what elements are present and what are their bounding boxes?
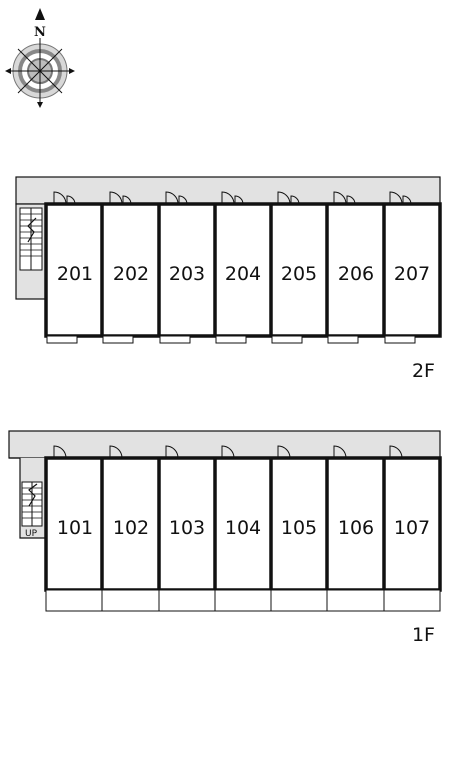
room-205: 205	[281, 263, 317, 285]
staircase-2f	[19, 207, 43, 271]
room-206: 206	[338, 263, 374, 285]
room-103: 103	[169, 517, 205, 539]
floor-2f: 201 202 203 204 205 206 207 2F	[15, 176, 442, 382]
compass-north-label: N	[34, 25, 46, 40]
yards-1f	[45, 589, 441, 612]
floor-1f: UP 101 102	[8, 430, 442, 646]
compass-rose-icon	[5, 8, 75, 108]
room-102: 102	[113, 517, 149, 539]
room-106: 106	[338, 517, 374, 539]
balconies-2f	[46, 335, 416, 344]
door-icons-2f	[53, 191, 412, 205]
room-104: 104	[225, 517, 261, 539]
room-207: 207	[394, 263, 430, 285]
room-202: 202	[113, 263, 149, 285]
room-201: 201	[57, 263, 93, 285]
room-105: 105	[281, 517, 317, 539]
room-204: 204	[225, 263, 261, 285]
room-203: 203	[169, 263, 205, 285]
staircase-1f	[21, 481, 43, 527]
stair-up-label: UP	[25, 529, 38, 539]
corridor-1f	[8, 430, 441, 459]
door-icons-1f	[53, 445, 403, 459]
room-107: 107	[394, 517, 430, 539]
floor-label-2f: 2F	[412, 360, 435, 382]
units-block-1f	[44, 456, 442, 592]
room-101: 101	[57, 517, 93, 539]
floor-label-1f: 1F	[412, 624, 435, 646]
corridor-2f	[15, 176, 441, 205]
